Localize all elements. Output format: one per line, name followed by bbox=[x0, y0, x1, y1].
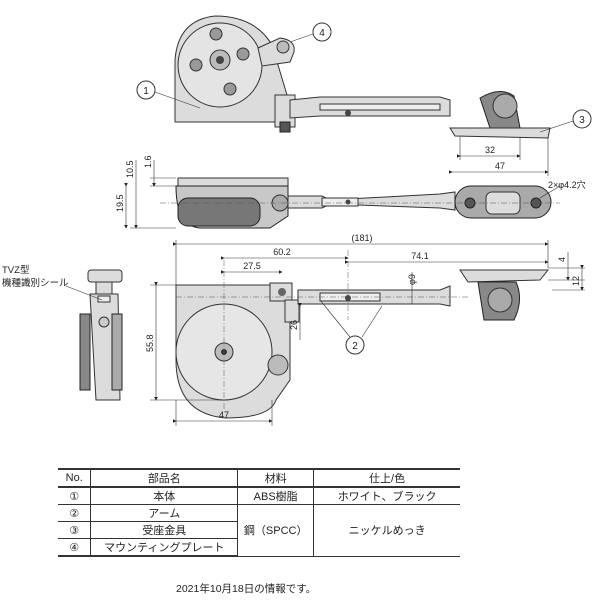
dim-front-4: 4 bbox=[557, 257, 567, 262]
cell-no: ③ bbox=[58, 521, 92, 539]
cell-no: ① bbox=[58, 486, 92, 505]
cell-name: 受座金具 bbox=[90, 521, 238, 539]
dim-front-27-5: 27.5 bbox=[243, 261, 261, 271]
cell-finish: ニッケルめっき bbox=[313, 504, 460, 557]
top-view: 32 47 bbox=[174, 15, 551, 176]
dim-hole: 2×φ4.2穴 bbox=[548, 179, 586, 190]
cell-finish: ホワイト、ブラック bbox=[313, 486, 460, 505]
table-row: ② アーム 鋼（SPCC） ニッケルめっき bbox=[58, 504, 460, 557]
callout-3: 3 bbox=[539, 109, 592, 133]
dim-front-55-8: 55.8 bbox=[145, 334, 155, 352]
dim-front-12: 12 bbox=[571, 276, 581, 286]
svg-text:4: 4 bbox=[319, 28, 325, 39]
header-material: 材料 bbox=[237, 468, 315, 488]
callout-1: 1 bbox=[136, 80, 201, 109]
table-row: ① 本体 ABS樹脂 ホワイト、ブラック bbox=[58, 486, 460, 505]
callout-2: 2 bbox=[319, 299, 383, 355]
dim-top-47: 47 bbox=[495, 161, 505, 171]
table-header-row: No. 部品名 材料 仕上/色 bbox=[58, 468, 460, 488]
tvz-label-line1: TVZ型 bbox=[2, 265, 30, 276]
header-finish: 仕上/色 bbox=[313, 468, 460, 488]
tvz-label-line2: 機種識別シール bbox=[2, 277, 69, 289]
header-no: No. bbox=[58, 468, 92, 488]
info-date-note: 2021年10月18日の情報です。 bbox=[176, 583, 317, 595]
technical-drawing: 32 47 1 4 3 1 bbox=[2, 15, 592, 426]
dim-top-32: 32 bbox=[485, 145, 495, 155]
dim-front-phi9: φ9 bbox=[407, 274, 417, 285]
end-view: TVZ型 機種識別シール bbox=[2, 265, 123, 401]
svg-text:1: 1 bbox=[143, 86, 149, 97]
side-view: 10.5 1.6 19.5 2×φ4.2穴 bbox=[115, 155, 586, 229]
svg-text:2: 2 bbox=[352, 341, 358, 352]
dim-front-26: 26 bbox=[289, 320, 299, 330]
parts-table: No. 部品名 材料 仕上/色 ① 本体 ABS樹脂 ホワイト、ブラック ② ア… bbox=[58, 468, 460, 557]
cell-material: ABS樹脂 bbox=[237, 486, 315, 505]
front-view: (181) 60.2 27.5 74.1 φ9 4 12 26 55.8 47 bbox=[145, 233, 585, 426]
cell-name: アーム bbox=[90, 504, 239, 522]
table-row: ④ マウンティングプレート bbox=[58, 538, 460, 557]
dim-front-60-2: 60.2 bbox=[273, 247, 291, 257]
header-name: 部品名 bbox=[90, 468, 239, 488]
cell-no: ② bbox=[58, 504, 92, 522]
dim-side-1-6: 1.6 bbox=[143, 155, 153, 168]
cell-material: 鋼（SPCC） bbox=[237, 504, 315, 557]
dim-front-74-1: 74.1 bbox=[411, 251, 429, 261]
cell-no: ④ bbox=[58, 538, 92, 557]
cell-name: マウンティングプレート bbox=[90, 538, 238, 557]
dim-side-10-5: 10.5 bbox=[125, 160, 135, 178]
svg-text:3: 3 bbox=[579, 115, 585, 126]
dim-front-47: 47 bbox=[219, 410, 229, 420]
dim-side-19-5: 19.5 bbox=[115, 194, 125, 212]
callout-4: 4 bbox=[289, 22, 332, 43]
table-row: ③ 受座金具 bbox=[58, 521, 460, 539]
cell-name: 本体 bbox=[90, 486, 239, 505]
dim-front-181: (181) bbox=[351, 233, 372, 243]
